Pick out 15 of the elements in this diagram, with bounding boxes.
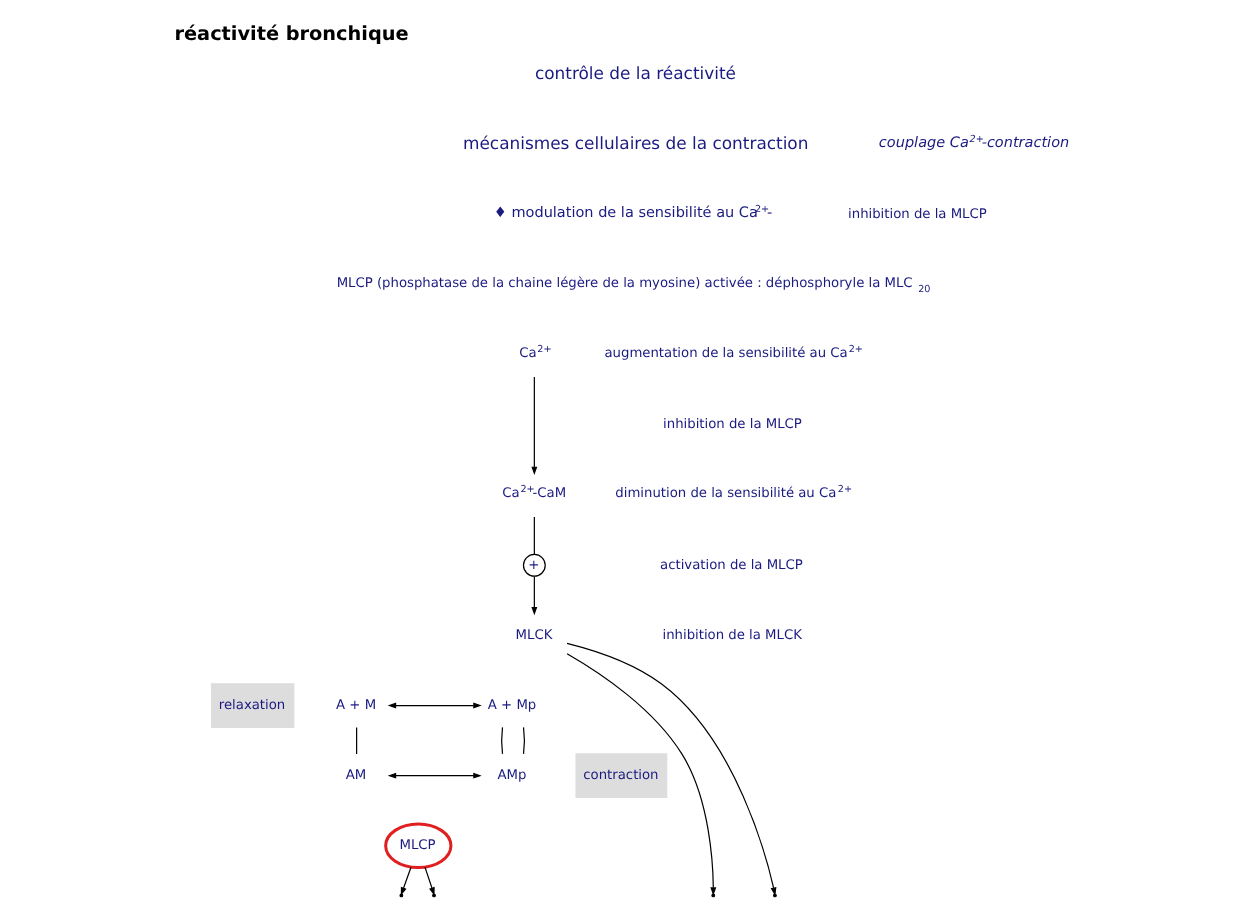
label: mécanismes cellulaires de la contraction xyxy=(463,133,809,154)
arrow xyxy=(424,866,435,896)
arrow xyxy=(566,642,777,896)
arrow xyxy=(387,702,482,709)
arrow xyxy=(531,575,538,616)
connector xyxy=(522,726,525,755)
arrow xyxy=(387,772,482,779)
arrow xyxy=(531,376,538,476)
arrow xyxy=(566,653,717,896)
diagram-title: réactivité bronchique xyxy=(174,24,409,47)
label: contrôle de la réactivité xyxy=(534,62,736,83)
connector xyxy=(501,726,504,755)
arrow xyxy=(400,866,412,896)
connector xyxy=(356,726,358,755)
connector xyxy=(533,516,535,555)
